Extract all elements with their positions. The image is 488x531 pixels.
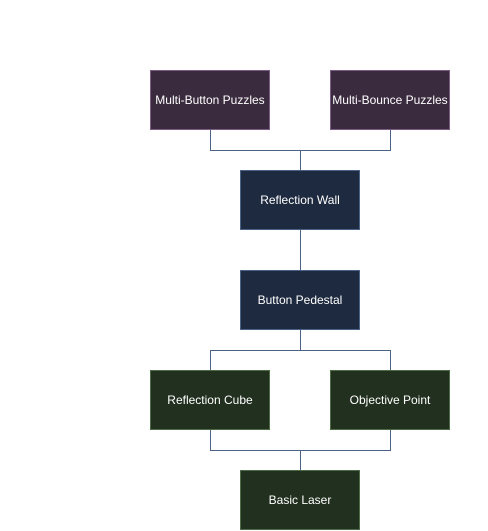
node-label: Multi-Button Puzzles [155,93,265,107]
connector-pedestal-to-cube [210,330,301,370]
node-multi-button-puzzles: Multi-Button Puzzles [150,70,270,130]
connector-objective-to-laser [300,430,391,451]
node-reflection-cube: Reflection Cube [150,370,270,430]
node-button-pedestal: Button Pedestal [240,270,360,330]
connector-multi-button-to-wall [210,130,301,170]
node-label: Reflection Cube [167,393,253,407]
node-label: Basic Laser [268,493,332,507]
node-label: Reflection Wall [260,193,340,207]
node-objective-point: Objective Point [330,370,450,430]
node-label: Objective Point [349,393,431,407]
connector-cube-to-laser [210,430,301,470]
node-label: Multi-Bounce Puzzles [332,93,448,107]
node-label: Button Pedestal [257,293,343,307]
node-reflection-wall: Reflection Wall [240,170,360,230]
connector-pedestal-to-objective [300,350,391,370]
node-basic-laser: Basic Laser [240,470,360,530]
node-multi-bounce-puzzles: Multi-Bounce Puzzles [330,70,450,130]
connector-multi-bounce-to-wall [300,130,391,151]
